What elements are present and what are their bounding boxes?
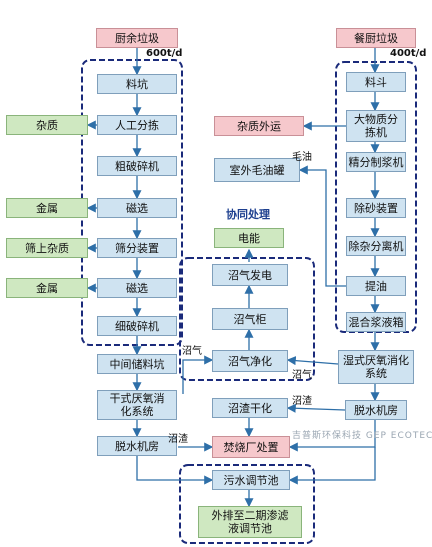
node-wet-anaerobic: 湿式厌氧消化系统 xyxy=(338,350,414,384)
digestate-right-label: 沼渣 xyxy=(292,396,312,407)
node-intermediate-pit: 中间储料坑 xyxy=(97,354,177,374)
node-coarse-crusher: 粗破碎机 xyxy=(97,156,177,176)
capacity-left-label: 600t/d xyxy=(146,48,183,59)
node-electricity: 电能 xyxy=(214,228,284,248)
node-screen-impurities: 筛上杂质 xyxy=(6,238,88,258)
node-gas-holder: 沼气柜 xyxy=(212,308,288,330)
node-oil-extraction: 提油 xyxy=(346,276,406,296)
node-fine-crusher: 细破碎机 xyxy=(97,316,177,336)
node-magnetic-sep-2: 磁选 xyxy=(97,278,177,298)
capacity-right-label: 400t/d xyxy=(390,48,427,59)
node-oil-tank: 室外毛油罐 xyxy=(214,158,300,182)
node-mixing-tank: 混合浆液箱 xyxy=(346,312,406,332)
node-manual-sorting: 人工分拣 xyxy=(97,115,177,135)
node-screening: 筛分装置 xyxy=(97,238,177,258)
node-incineration: 焚烧厂处置 xyxy=(212,436,290,458)
crude-oil-label: 毛油 xyxy=(292,152,312,163)
node-leachate-pool: 外排至二期渗滤液调节池 xyxy=(198,506,302,538)
node-kitchen-waste: 厨余垃圾 xyxy=(96,28,178,48)
node-dewatering-left: 脱水机房 xyxy=(97,436,177,456)
node-dewatering-right: 脱水机房 xyxy=(345,400,407,420)
node-hopper: 料斗 xyxy=(346,72,406,92)
right-pretreatment-group xyxy=(335,61,417,333)
node-biogas-gen: 沼气发电 xyxy=(212,264,288,286)
node-material-pit: 料坑 xyxy=(97,74,177,94)
node-dry-anaerobic: 干式厌氧消化系统 xyxy=(97,390,177,420)
biogas-right-label: 沼气 xyxy=(292,370,312,381)
watermark: 吉普斯环保科技 GEP ECOTECH xyxy=(292,431,432,441)
co-treatment-title: 协同处理 xyxy=(226,208,270,221)
biogas-left-label: 沼气 xyxy=(182,346,202,357)
node-restaurant-waste: 餐厨垃圾 xyxy=(336,28,416,48)
node-large-sorting: 大物质分拣机 xyxy=(346,110,406,142)
node-desanding: 除砂装置 xyxy=(346,198,406,218)
node-magnetic-sep-1: 磁选 xyxy=(97,198,177,218)
node-metal-2: 金属 xyxy=(6,278,88,298)
node-digestate-dry: 沼渣干化 xyxy=(212,398,288,418)
node-sewage-tank: 污水调节池 xyxy=(212,470,290,490)
node-metal-1: 金属 xyxy=(6,198,88,218)
node-fine-pulping: 精分制浆机 xyxy=(346,152,406,172)
wastewater-group xyxy=(179,464,315,544)
node-biogas-purify: 沼气净化 xyxy=(212,350,288,372)
node-impurities-out: 杂质外运 xyxy=(214,116,304,136)
node-impurity-separator: 除杂分离机 xyxy=(346,236,406,256)
digestate-left-label: 沼渣 xyxy=(168,434,188,445)
co-treatment-group xyxy=(179,257,315,381)
node-impurities: 杂质 xyxy=(6,115,88,135)
